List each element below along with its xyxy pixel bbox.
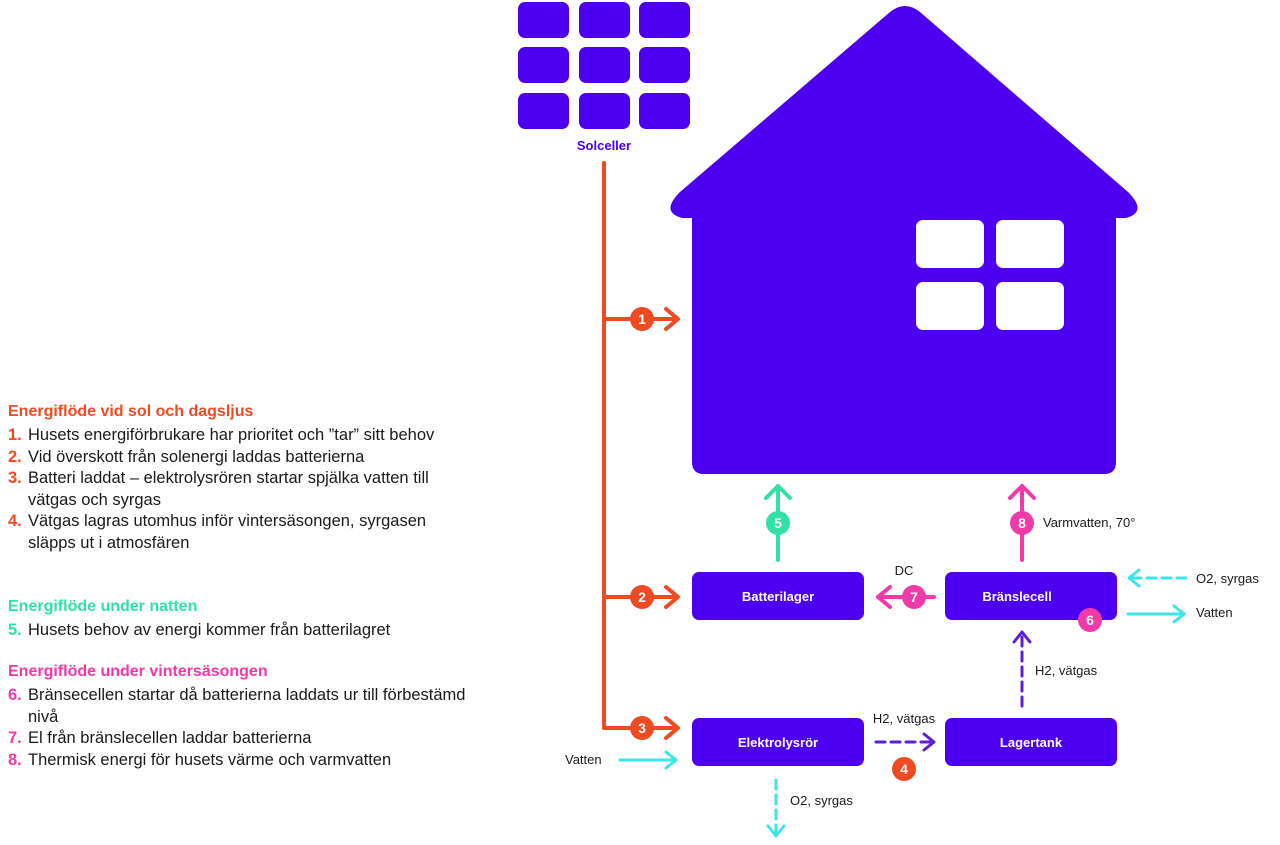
box-branslecell-label: Bränslecell — [982, 589, 1051, 604]
svg-text:1: 1 — [638, 311, 646, 327]
legend-item: 3.Batteri laddat – elektrolysrören start… — [8, 469, 429, 509]
badge-2: 2 — [630, 585, 654, 609]
house-icon — [670, 6, 1138, 474]
legend-item: 7.El från bränslecellen laddar batterier… — [8, 729, 312, 747]
legend-night-title: Energiflöde under natten — [8, 598, 198, 615]
svg-text:8: 8 — [1018, 515, 1026, 531]
svg-text:3: 3 — [638, 720, 646, 736]
badge-6: 6 — [1078, 608, 1102, 632]
label-h2-right: H2, vätgas — [873, 711, 936, 726]
box-elektrolysror: Elektrolysrör — [692, 718, 864, 766]
box-batterilager: Batterilager — [692, 572, 864, 620]
solar-label: Solceller — [577, 138, 631, 153]
badge-4: 4 — [892, 757, 916, 781]
label-o2-in: O2, syrgas — [1196, 571, 1259, 586]
box-branslecell: Bränslecell — [945, 572, 1117, 620]
svg-text:4: 4 — [900, 761, 908, 777]
box-lagertank-label: Lagertank — [1000, 735, 1063, 750]
box-batterilager-label: Batterilager — [742, 589, 814, 604]
svg-text:2: 2 — [638, 589, 646, 605]
arrow-h2-up — [1012, 630, 1032, 708]
badge-5: 5 — [766, 511, 790, 535]
svg-text:7: 7 — [910, 589, 918, 605]
legend-item: 5.Husets behov av energi kommer från bat… — [8, 621, 391, 639]
svg-text:6: 6 — [1086, 612, 1094, 628]
legend-item: 1.Husets energiförbrukare har prioritet … — [8, 426, 435, 444]
solar-feed-line — [602, 161, 680, 740]
legend-day-title: Energiflöde vid sol och dagsljus — [8, 403, 254, 420]
label-dc: DC — [895, 563, 914, 578]
arrow-h2-right — [874, 732, 936, 752]
arrow-o2-out — [766, 778, 786, 838]
label-vatten-out: Vatten — [1196, 605, 1233, 620]
house-window — [916, 220, 1064, 330]
box-lagertank: Lagertank — [945, 718, 1117, 766]
legend-item: 8.Thermisk energi för husets värme och v… — [8, 750, 392, 769]
box-elektrolysror-label: Elektrolysrör — [738, 735, 818, 750]
legend-day: Energiflöde vid sol och dagsljus 1.Huset… — [8, 402, 478, 554]
badge-8: 8 — [1010, 511, 1034, 535]
label-h2-up: H2, vätgas — [1035, 663, 1098, 678]
badge-7: 7 — [902, 585, 926, 609]
svg-text:5: 5 — [774, 515, 782, 531]
solar-panel — [518, 2, 690, 129]
legend-winter: Energiflöde under vintersäsongen 6.Bräns… — [8, 662, 478, 771]
legend-night: Energiflöde under natten 5.Husets behov … — [8, 597, 478, 642]
label-o2-out: O2, syrgas — [790, 793, 853, 808]
arrow-o2-in — [1127, 568, 1188, 588]
badge-1: 1 — [630, 307, 654, 331]
arrow-water-in — [618, 750, 678, 770]
legend-item: 2.Vid överskott från solenergi laddas ba… — [8, 447, 365, 466]
badge-3: 3 — [630, 716, 654, 740]
legend-item: 6.Bränsecellen startar då batterierna la… — [8, 686, 466, 726]
arrow-water-out — [1126, 604, 1186, 624]
legend-item: 4.Vätgas lagras utomhus inför vintersäso… — [8, 512, 427, 552]
label-varmvatten: Varmvatten, 70° — [1043, 515, 1135, 530]
legend-winter-title: Energiflöde under vintersäsongen — [8, 663, 268, 680]
label-vatten-in: Vatten — [565, 752, 602, 767]
